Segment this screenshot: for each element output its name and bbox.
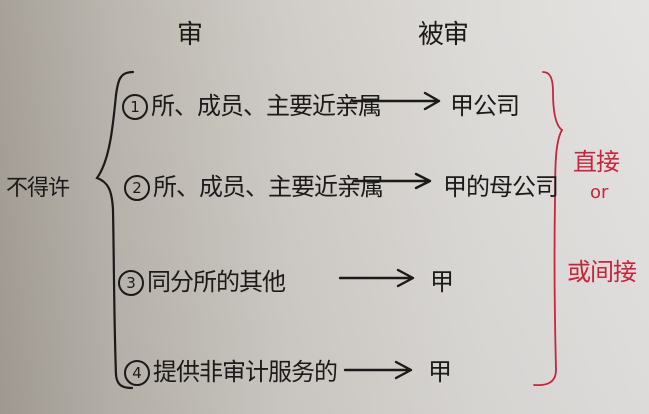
item-subject-3: 同分所的其他 bbox=[147, 268, 286, 296]
item-subject-4: 提供非审计服务的 bbox=[153, 358, 338, 386]
arrow-1 bbox=[351, 91, 441, 111]
item-target-3: 甲 bbox=[430, 268, 454, 296]
item-number-3: 3 bbox=[118, 270, 144, 296]
arrow-2 bbox=[353, 172, 432, 190]
arrow-4 bbox=[343, 360, 413, 380]
annotation-indirect-prefix: 或 bbox=[567, 258, 591, 286]
header-reviewee: 被审 bbox=[418, 20, 469, 50]
right-red-brace bbox=[533, 71, 564, 387]
item-subject-2: 所、成员、主要近亲属 bbox=[153, 173, 384, 201]
arrow-3 bbox=[338, 268, 415, 288]
annotation-indirect-text: 间接 bbox=[590, 258, 637, 286]
annotation-indirect: 或间接 bbox=[567, 252, 637, 287]
item-number-2: 2 bbox=[124, 175, 150, 201]
item-target-4: 甲 bbox=[428, 358, 452, 386]
left-label: 不得许 bbox=[6, 176, 70, 201]
item-number-4: 4 bbox=[124, 360, 150, 386]
left-curly-brace bbox=[95, 70, 135, 390]
header-reviewer: 审 bbox=[177, 20, 203, 50]
item-target-2: 甲的母公司 bbox=[443, 173, 559, 201]
annotation-direct: 直接 bbox=[573, 148, 620, 176]
item-target-1: 甲公司 bbox=[450, 92, 520, 120]
item-number-1: 1 bbox=[122, 94, 148, 120]
item-subject-1: 所、成员、主要近亲属 bbox=[151, 92, 382, 120]
annotation-or: or bbox=[590, 182, 609, 203]
